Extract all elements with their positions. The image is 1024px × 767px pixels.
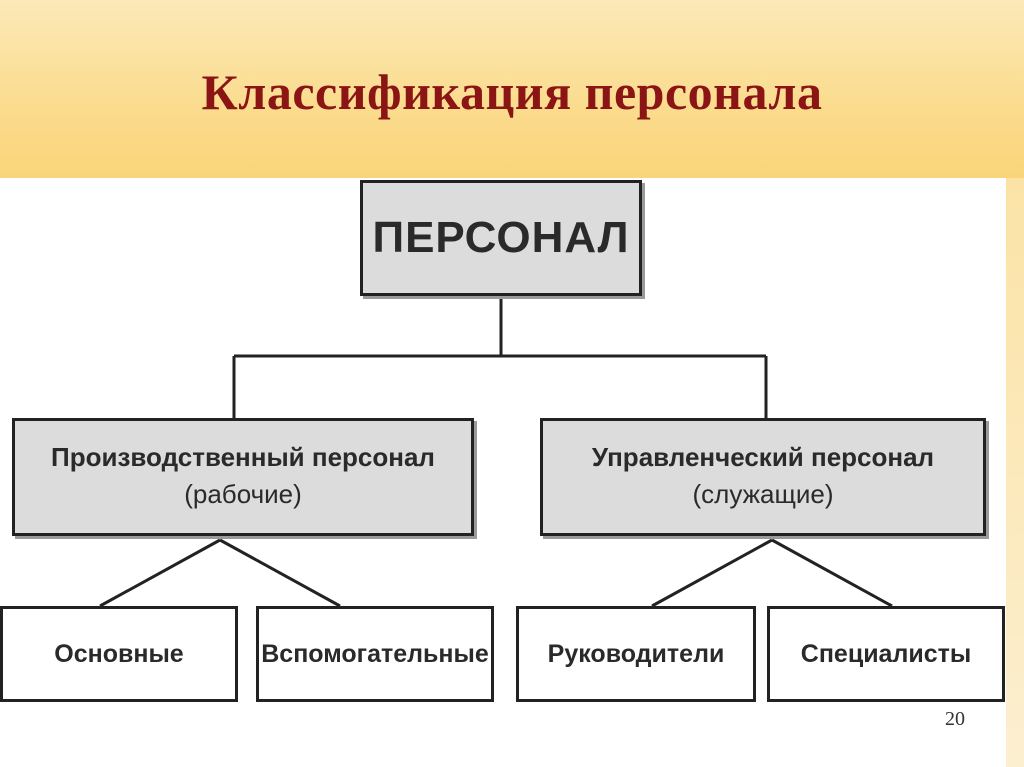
node-production-staff: Производственный персонал (рабочие) xyxy=(12,418,474,536)
node-management-staff: Управленческий персонал (служащие) xyxy=(540,418,986,536)
header-band xyxy=(0,0,1024,178)
node-leaf-auxiliary-workers-label: Вспомогательные xyxy=(261,639,489,668)
connector-right-to-leaf-3 xyxy=(651,538,773,608)
node-management-staff-label: Управленческий персонал xyxy=(591,442,935,472)
node-leaf-managers-label: Руководители xyxy=(547,639,725,668)
right-decor-strip xyxy=(1006,178,1024,767)
node-production-staff-sublabel: (рабочие) xyxy=(184,479,302,509)
page-number: 20 xyxy=(945,708,965,730)
slide-title: Классификация персонала xyxy=(201,64,823,120)
node-leaf-specialists-label: Специалисты xyxy=(800,639,972,668)
node-management-staff-sublabel: (служащие) xyxy=(692,479,834,509)
node-leaf-main-workers-label: Основные xyxy=(54,639,184,668)
connector-left-to-leaf-1 xyxy=(99,538,221,608)
node-leaf-main-workers: Основные xyxy=(0,606,238,702)
node-leaf-specialists: Специалисты xyxy=(767,606,1005,702)
node-production-staff-label: Производственный персонал xyxy=(51,442,435,472)
connector-left-to-leaf-2 xyxy=(219,538,341,608)
connector-right-to-leaf-4 xyxy=(771,538,893,608)
node-root: ПЕРСОНАЛ xyxy=(360,180,642,296)
node-leaf-auxiliary-workers: Вспомогательные xyxy=(256,606,494,702)
node-leaf-managers: Руководители xyxy=(516,606,756,702)
node-root-label: ПЕРСОНАЛ xyxy=(372,213,630,262)
